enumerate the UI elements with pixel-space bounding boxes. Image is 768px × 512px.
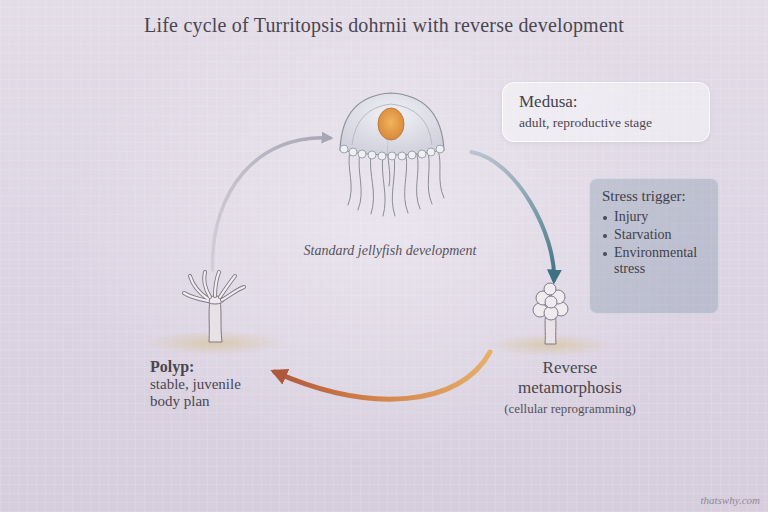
node-text: adult, reproductive stage <box>519 115 693 131</box>
cycle-arrow <box>471 152 554 280</box>
tentacle <box>405 155 408 213</box>
rim-bead <box>427 148 435 156</box>
node-text: (cellular reprogramming) <box>490 401 650 417</box>
polyp-tentacle <box>184 293 208 301</box>
rim-bead <box>378 152 386 160</box>
polyp-tentacle <box>222 287 244 300</box>
polyp-tentacle <box>215 272 219 296</box>
bell-rim <box>340 145 444 160</box>
tentacle <box>392 155 395 216</box>
tentacle <box>358 152 361 210</box>
node-text: stable, juvenile body plan <box>150 376 268 411</box>
rim-bead <box>398 152 406 160</box>
rim-bead <box>408 151 416 159</box>
cell-lump <box>544 283 556 295</box>
rim-bead <box>368 151 376 159</box>
rim-bead <box>358 150 366 158</box>
bell-inner-line <box>352 104 432 145</box>
rim-bead <box>349 148 357 156</box>
medusa-illustration <box>340 93 444 216</box>
center-caption: Standard jellyfish development <box>295 243 485 259</box>
polyp-stage: Polyp:stable, juvenile body plan <box>150 270 275 420</box>
node-text: Injury <box>602 209 708 225</box>
node-heading: Medusa: <box>519 92 693 112</box>
tentacle <box>382 155 385 216</box>
stress-trigger-box: Stress trigger: InjuryStarvationEnvironme… <box>589 178 719 314</box>
node-heading: Polyp: <box>150 358 275 376</box>
node-text: Starvation <box>602 227 708 243</box>
polyp-tentacle <box>204 272 210 297</box>
tentacle <box>417 154 420 209</box>
reverting-cell-mass <box>533 283 568 320</box>
tentacle <box>438 150 444 198</box>
tentacle <box>428 152 432 204</box>
node-heading: Reverse metamorphosis <box>505 358 635 397</box>
node-heading: Stress trigger: <box>602 188 708 205</box>
medusa-stage: Medusa: adult, reproductive stage <box>330 82 712 152</box>
rim-bead <box>418 150 426 158</box>
node-text: Environmental stress <box>602 245 708 277</box>
reverting-illustration <box>533 283 568 344</box>
rim-bead <box>436 145 444 153</box>
polyp-tentacle <box>215 272 219 296</box>
rim-bead <box>340 145 348 153</box>
medusa-bell <box>340 93 444 155</box>
cell-lump <box>545 296 557 308</box>
medusa-gonad <box>378 108 404 140</box>
polyp-illustration <box>184 272 244 342</box>
polyp-stalk <box>209 300 222 342</box>
reverse-metamorphosis-stage: Reverse metamorphosis (cellular reprogram… <box>490 280 650 440</box>
tentacle <box>370 154 373 214</box>
trigger-card: Stress trigger: InjuryStarvationEnvironme… <box>589 178 719 314</box>
polyp-tentacle <box>204 272 210 297</box>
cycle-arrow <box>275 352 490 399</box>
diagram-title: Life cycle of Turritopsis dohrnii with r… <box>0 14 768 37</box>
polyp-tentacles-highlight <box>184 272 244 301</box>
polyp-tentacles <box>184 272 244 301</box>
info-card: Medusa: adult, reproductive stage <box>502 82 710 142</box>
tentacle <box>348 150 351 205</box>
rim-bead <box>388 152 396 160</box>
watermark: thatswhy.com <box>640 494 760 506</box>
